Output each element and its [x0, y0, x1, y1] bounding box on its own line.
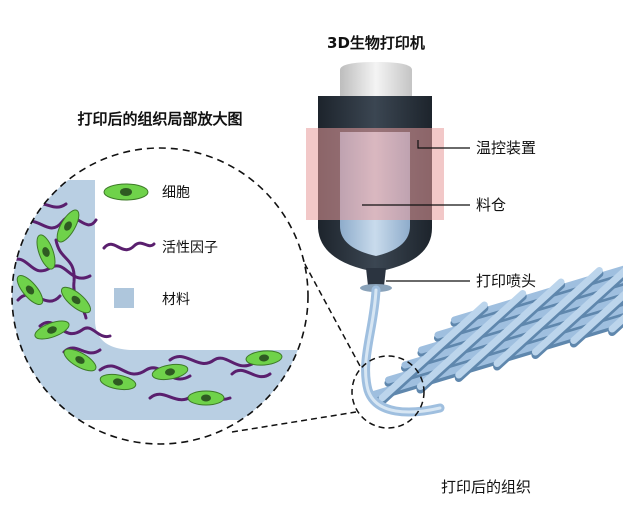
- grid-rod: [531, 267, 623, 356]
- grid-rod: [416, 290, 527, 390]
- print-nozzle: [366, 268, 386, 286]
- legend-factor-icon: [102, 241, 156, 252]
- label-printed-tissue: 打印后的组织: [441, 478, 531, 496]
- syringe-cap: [340, 62, 412, 100]
- zoom-circle-border: [11, 147, 309, 445]
- cell: [36, 234, 56, 270]
- growth-factor-strand: [230, 368, 272, 379]
- cell-nucleus: [25, 285, 35, 295]
- cell-nucleus: [113, 378, 123, 386]
- growth-factor-strand: [168, 355, 254, 368]
- legend: 细胞 活性因子 材料: [102, 183, 218, 308]
- cell-nucleus: [71, 295, 81, 305]
- cell: [60, 286, 92, 314]
- cell: [99, 373, 137, 391]
- grid-rod: [455, 278, 565, 379]
- cell-nucleus: [165, 368, 175, 376]
- cell-nucleus: [201, 394, 211, 402]
- legend-cell-icon: [103, 183, 149, 201]
- legend-cell-label: 细胞: [162, 185, 190, 201]
- label-temperature-control: 温控装置: [476, 139, 536, 157]
- legend-factor-label: 活性因子: [162, 240, 218, 256]
- zoom-source-circle: [351, 355, 425, 429]
- cell-nucleus: [42, 247, 50, 257]
- legend-material-label: 材料: [162, 292, 190, 308]
- grid-rod: [493, 267, 603, 367]
- printer-title: 3D生物打印机: [327, 34, 425, 52]
- cell-nucleus: [47, 326, 57, 334]
- cell-nucleus: [259, 354, 269, 362]
- cells-group: [16, 209, 283, 406]
- zoom-view: [12, 148, 308, 444]
- leader-lines: [362, 140, 470, 282]
- bioprinter: [306, 62, 445, 417]
- cell: [151, 363, 189, 381]
- cell: [16, 274, 44, 306]
- legend-material-icon: [114, 288, 134, 308]
- grid-rod: [378, 301, 488, 402]
- cell: [34, 320, 70, 340]
- cell: [187, 390, 225, 406]
- label-material-chamber: 料仓: [476, 196, 506, 214]
- zoom-connector-top: [299, 254, 361, 367]
- temperature-control-band: [306, 128, 444, 220]
- zoom-title: 打印后的组织局部放大图: [77, 110, 242, 128]
- cell-nucleus: [64, 221, 72, 231]
- cell: [245, 350, 283, 366]
- cell-nucleus: [75, 356, 85, 364]
- cell: [56, 209, 80, 243]
- grid-rod: [570, 291, 623, 344]
- label-print-nozzle: 打印喷头: [476, 272, 536, 290]
- cell: [63, 348, 97, 372]
- printed-tissue-grid: [368, 265, 623, 405]
- zoom-connector-bottom: [231, 411, 357, 433]
